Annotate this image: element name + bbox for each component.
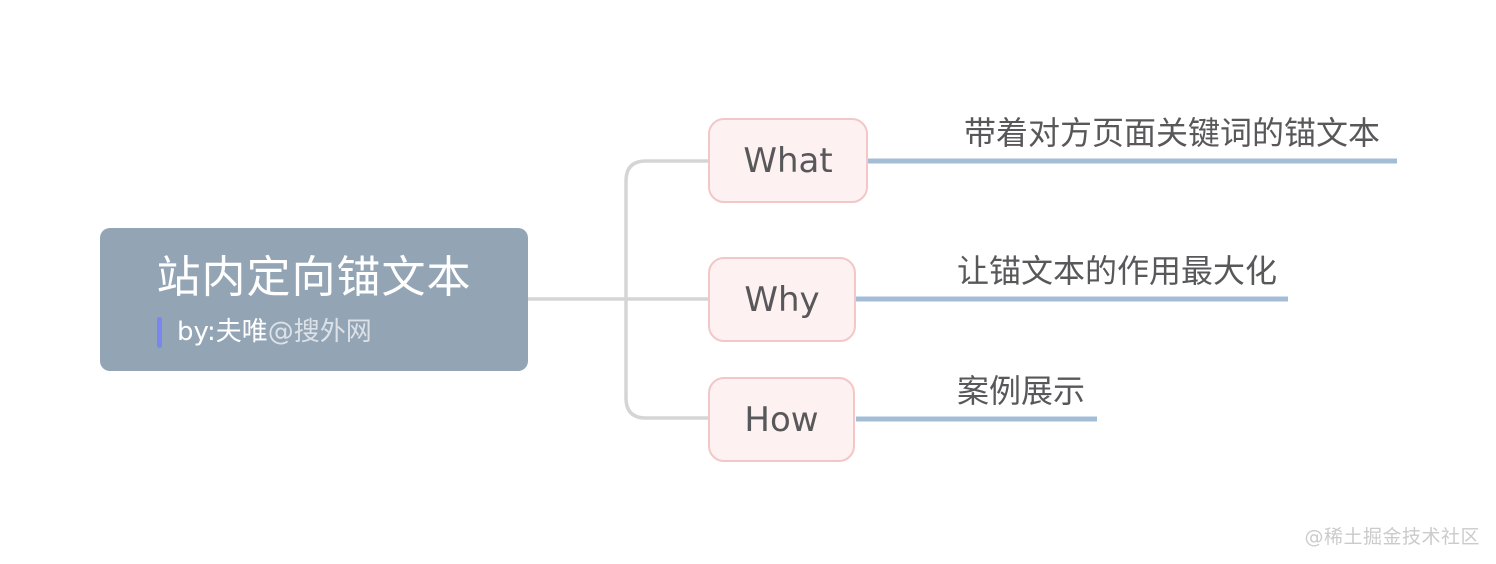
topic-node-why[interactable]: Why [708, 257, 856, 342]
topic-label: Why [744, 279, 820, 320]
root-subtitle: by:夫唯@搜外网 [157, 317, 528, 348]
connector-spine [624, 159, 708, 420]
leaf-node-how[interactable]: 案例展示 [957, 372, 1086, 410]
topic-node-what[interactable]: What [708, 118, 868, 203]
topic-label: What [743, 140, 833, 181]
topic-node-how[interactable]: How [708, 377, 855, 462]
root-node[interactable]: 站内定向锚文本 by:夫唯@搜外网 [100, 228, 528, 371]
leaf-node-what[interactable]: 带着对方页面关键词的锚文本 [964, 114, 1381, 152]
watermark: @稀土掘金技术社区 [1304, 526, 1480, 548]
root-author-suffix: @搜外网 [267, 317, 372, 347]
root-author-main: by:夫唯 [177, 317, 268, 347]
topic-label: How [744, 399, 819, 440]
root-author: by:夫唯@搜外网 [177, 317, 372, 348]
leaf-node-why[interactable]: 让锚文本的作用最大化 [957, 252, 1278, 290]
accent-bar [157, 317, 162, 348]
root-title: 站内定向锚文本 [156, 252, 472, 303]
